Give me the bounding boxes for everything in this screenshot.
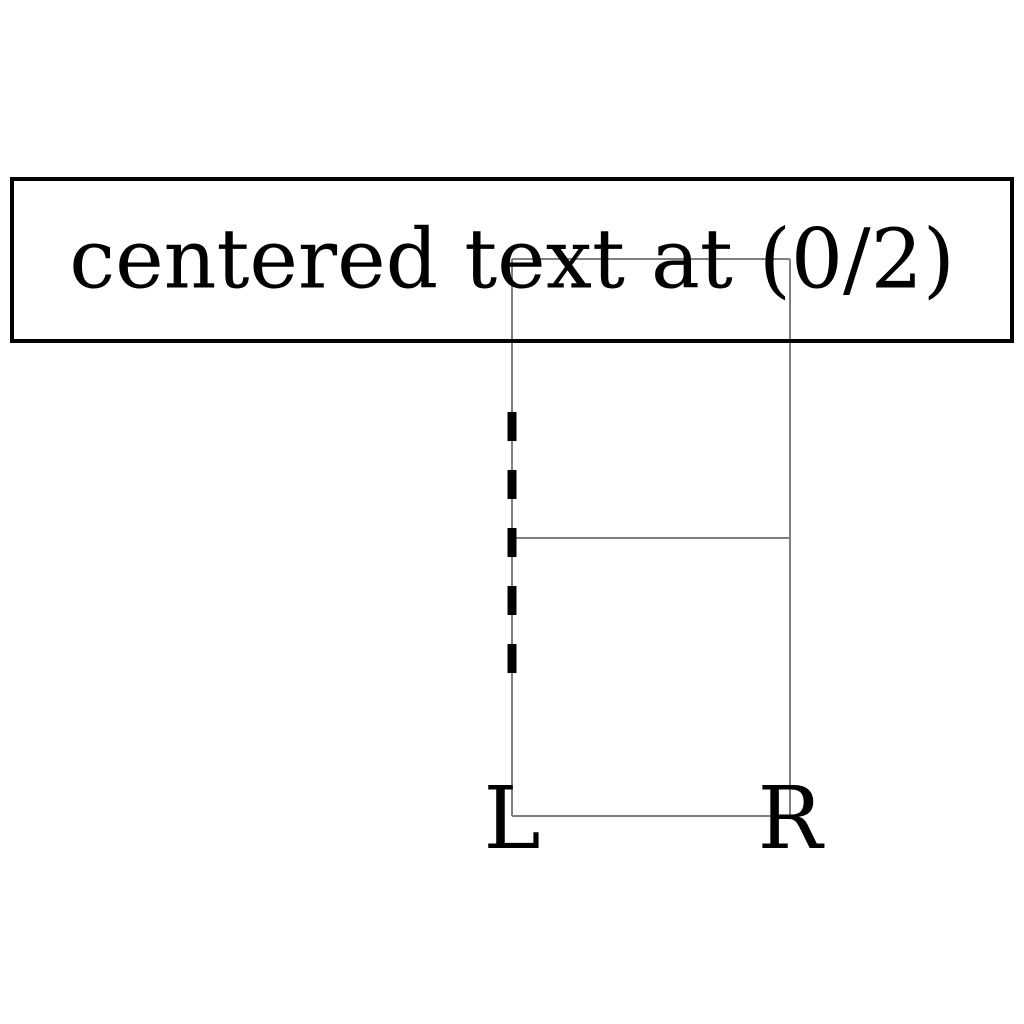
label-left: L: [483, 769, 540, 869]
title-text: centered text at (0/2): [69, 213, 955, 308]
title-box: [10, 177, 1014, 343]
label-right: R: [758, 769, 825, 869]
